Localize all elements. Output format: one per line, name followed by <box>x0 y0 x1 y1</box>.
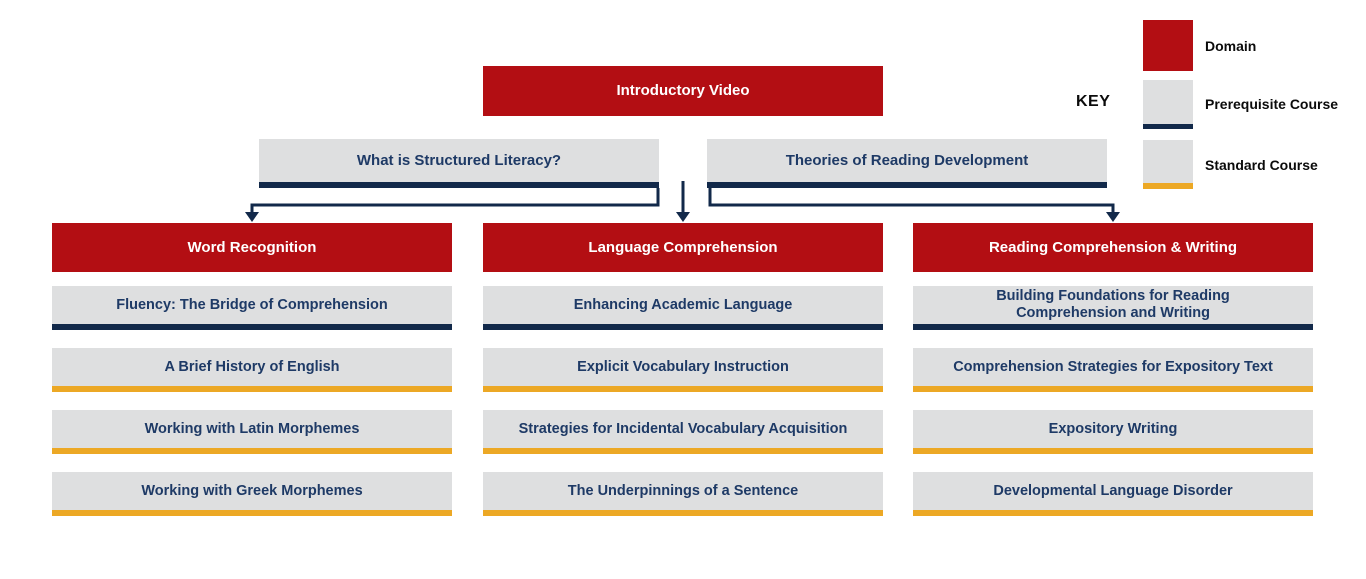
key-label-standard-course: Standard Course <box>1205 157 1318 173</box>
domain-label: Language Comprehension <box>588 238 778 256</box>
course-box: The Underpinnings of a Sentence <box>483 472 883 516</box>
course-label: A Brief History of English <box>164 358 340 375</box>
course-label: The Underpinnings of a Sentence <box>567 482 799 499</box>
course-box: Comprehension Strategies for Expository … <box>913 348 1313 392</box>
course-label: Enhancing Academic Language <box>573 296 793 313</box>
key-swatch-domain <box>1143 20 1193 71</box>
course-label: Working with Latin Morphemes <box>144 420 360 437</box>
key-label-domain: Domain <box>1205 38 1257 54</box>
intro-video-box: Introductory Video <box>483 66 883 116</box>
key-swatch-standard-course <box>1143 140 1193 189</box>
course-box: A Brief History of English <box>52 348 452 392</box>
prereq-label: What is Structured Literacy? <box>356 151 562 169</box>
domain-header-word-recognition: Word Recognition <box>52 223 452 272</box>
prereq-box-reading-development: Theories of Reading Development <box>707 139 1107 188</box>
course-label: Strategies for Incidental Vocabulary Acq… <box>518 420 848 437</box>
domain-header-language-comprehension: Language Comprehension <box>483 223 883 272</box>
course-box: Strategies for Incidental Vocabulary Acq… <box>483 410 883 454</box>
domain-label: Reading Comprehension & Writing <box>988 238 1238 256</box>
key-title: KEY <box>1076 93 1111 110</box>
course-label: Expository Writing <box>1048 420 1178 437</box>
prereq-label: Theories of Reading Development <box>785 151 1029 169</box>
course-label: Comprehension Strategies for Expository … <box>953 358 1273 375</box>
course-box: Fluency: The Bridge of Comprehension <box>52 286 452 330</box>
course-label: Working with Greek Morphemes <box>141 482 363 499</box>
course-box: Enhancing Academic Language <box>483 286 883 330</box>
course-box: Working with Latin Morphemes <box>52 410 452 454</box>
course-label: Explicit Vocabulary Instruction <box>577 358 789 375</box>
key-swatch-prerequisite-course <box>1143 80 1193 129</box>
course-label: Developmental Language Disorder <box>993 482 1233 499</box>
prereq-box-structured-literacy: What is Structured Literacy? <box>259 139 659 188</box>
course-box: Building Foundations for Reading Compreh… <box>913 286 1313 330</box>
course-label: Building Foundations for Reading Compreh… <box>996 288 1230 321</box>
intro-video-label: Introductory Video <box>616 82 750 100</box>
course-box: Expository Writing <box>913 410 1313 454</box>
course-box: Explicit Vocabulary Instruction <box>483 348 883 392</box>
domain-header-reading-comprehension-writing: Reading Comprehension & Writing <box>913 223 1313 272</box>
key-label-prerequisite-course: Prerequisite Course <box>1205 96 1339 112</box>
course-label: Fluency: The Bridge of Comprehension <box>116 296 388 313</box>
course-box: Developmental Language Disorder <box>913 472 1313 516</box>
domain-label: Word Recognition <box>187 238 317 256</box>
course-box: Working with Greek Morphemes <box>52 472 452 516</box>
